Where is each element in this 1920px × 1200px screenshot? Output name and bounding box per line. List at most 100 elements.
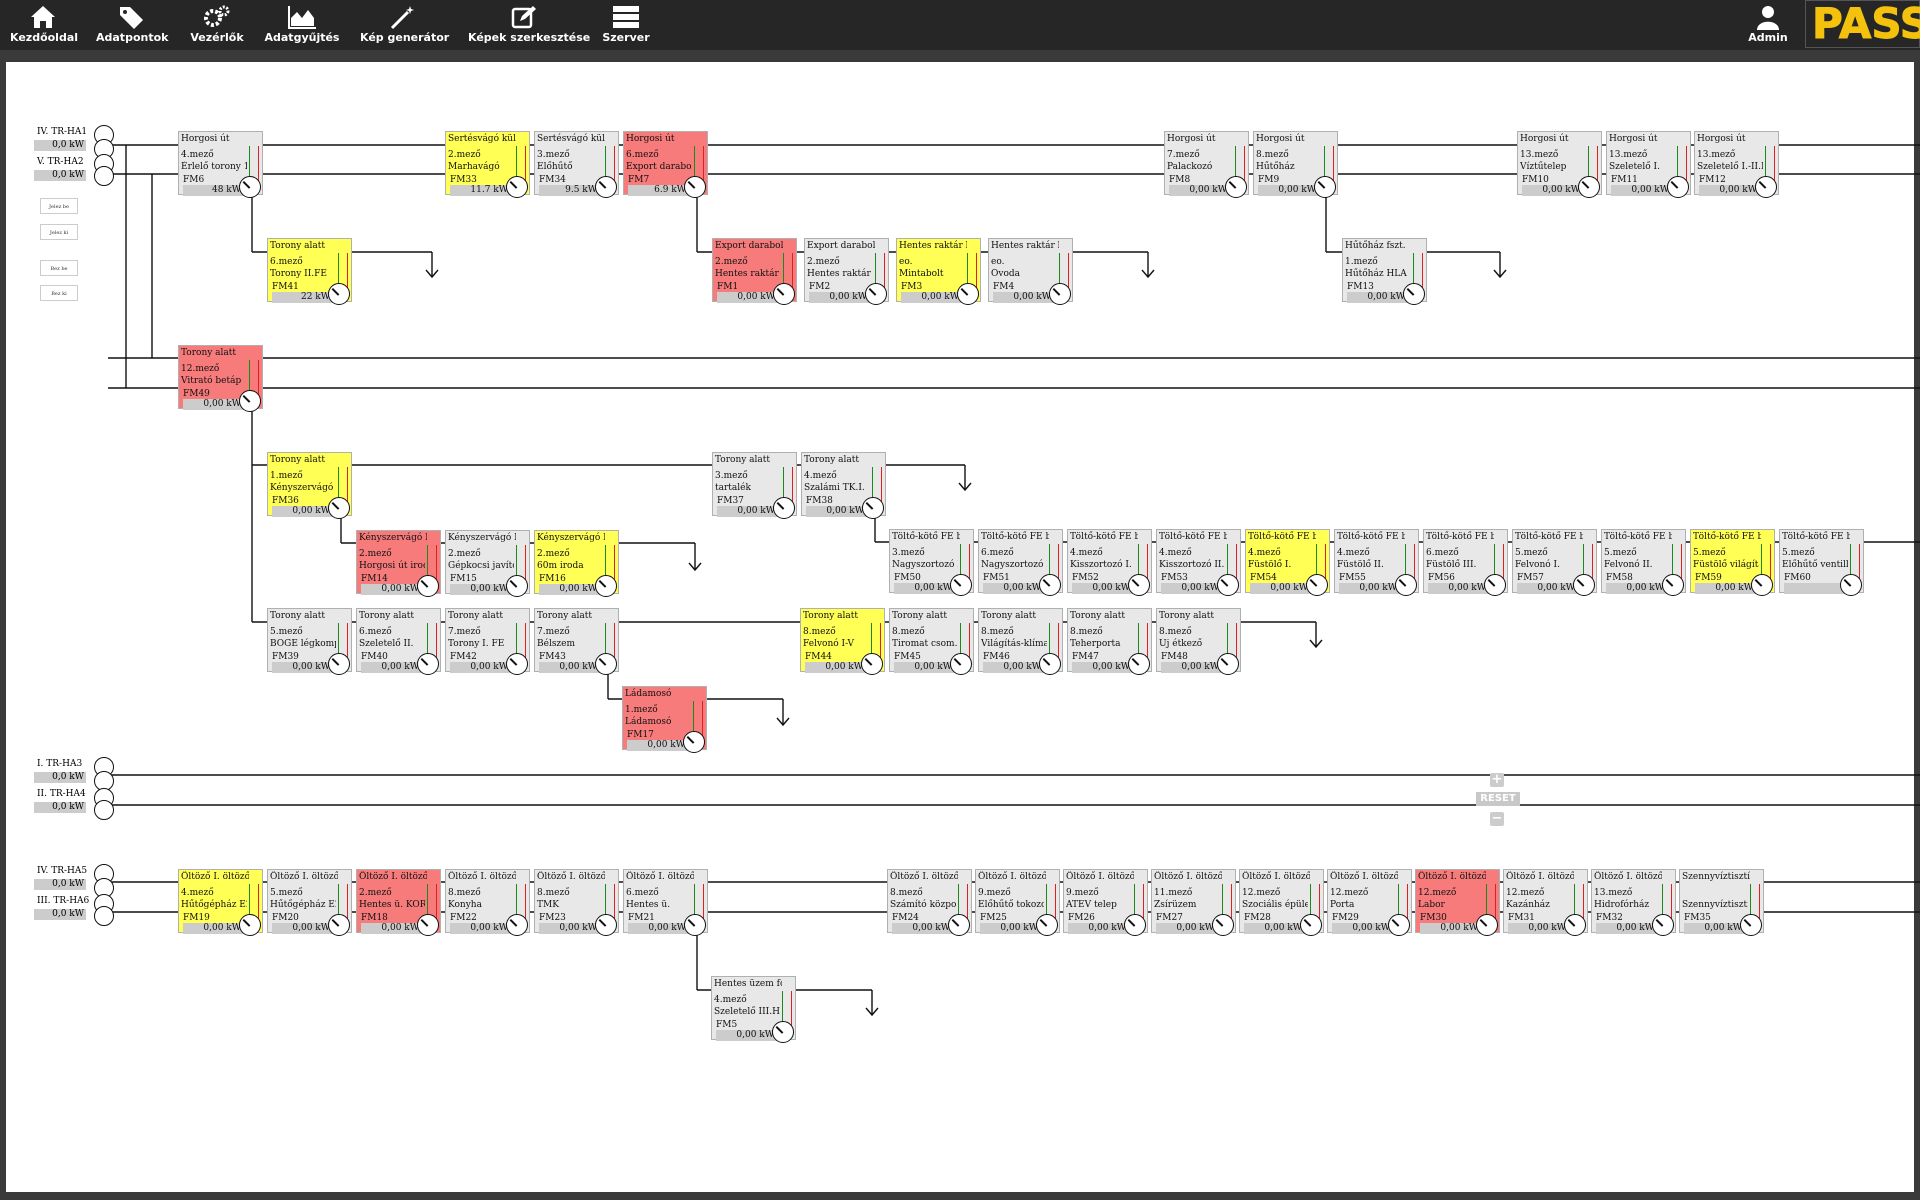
box-field: 4.mező: [181, 150, 214, 160]
meter-box[interactable]: SzennyvíztisztítóSzennyvíztisztítóFM350,…: [1679, 869, 1764, 936]
green-line: [338, 884, 339, 924]
meter-dial-icon: [1300, 914, 1322, 936]
red-line: [702, 701, 703, 741]
box-meter-id: FM53: [1161, 573, 1188, 583]
green-line: [958, 884, 959, 924]
meter-box[interactable]: Öltöző I. öltöző alatt11.mezőZsírüzemFM2…: [1151, 869, 1236, 936]
nav-datapoints[interactable]: Adatpontok: [96, 0, 168, 50]
meter-box[interactable]: Öltöző I. öltöző alatt12.mezőPortaFM290,…: [1327, 869, 1412, 936]
green-line: [960, 623, 961, 663]
signal-off-button[interactable]: Jelez ki: [40, 224, 78, 240]
box-meter-id: FM38: [806, 496, 833, 506]
signal-on-button[interactable]: Jelez be: [40, 198, 78, 214]
meter-box[interactable]: Öltöző I. öltöző alatt12.mezőLaborFM300,…: [1415, 869, 1500, 936]
box-field: 6.mező: [981, 548, 1014, 558]
nav-image-editor[interactable]: Képek szerkesztése: [468, 0, 590, 50]
reset-button[interactable]: RESET: [1476, 792, 1520, 806]
box-field: 5.mező: [1693, 548, 1726, 558]
meter-box[interactable]: Öltöző I. öltöző alatt8.mezőKonyhaFM220,…: [445, 869, 530, 936]
red-line: [347, 467, 348, 507]
switch-off-button[interactable]: Bez ki: [40, 285, 78, 301]
user-label: Admin: [1748, 31, 1788, 44]
green-line: [1750, 884, 1751, 924]
nav-server[interactable]: Szerver: [602, 0, 650, 50]
zoom-in-button[interactable]: +: [1490, 772, 1504, 787]
meter-box[interactable]: Hentes raktár kültereo.MintaboltFM30,00 …: [896, 238, 981, 305]
meter-box[interactable]: Öltöző I. öltöző alatt8.mezőTMKFM230,00 …: [534, 869, 619, 936]
green-line: [875, 253, 876, 293]
user-menu[interactable]: Admin: [1748, 0, 1788, 50]
zoom-out-button[interactable]: −: [1490, 811, 1504, 826]
box-power: 0,00 kW: [993, 292, 1055, 303]
nav-data-collection[interactable]: Adatgyűjtés: [264, 0, 340, 50]
switch-on-button[interactable]: Bez be: [40, 260, 78, 276]
red-line: [1671, 884, 1672, 924]
box-meter-id: FM5: [716, 1020, 738, 1030]
box-field: 12.mező: [1330, 888, 1369, 898]
nav-home[interactable]: Kezdőoldal: [10, 0, 78, 50]
box-meter-id: FM22: [450, 913, 477, 923]
bus-value: 0,0 kW: [34, 879, 86, 890]
nav-controllers[interactable]: Vezérlők: [188, 0, 246, 50]
green-line: [1316, 544, 1317, 584]
box-field: 4.mező: [1248, 548, 1281, 558]
nav-image-generator[interactable]: Kép generátor: [360, 0, 449, 50]
meter-box[interactable]: Öltöző I. öltöző alatt13.mezőHidrofórház…: [1591, 869, 1676, 936]
meter-box[interactable]: Sertésvágó külső2.mezőMarhavágóFM3311.7 …: [445, 131, 530, 198]
box-meter-id: FM3: [901, 282, 923, 292]
box-location: Horgosi út: [1167, 134, 1216, 144]
meter-box[interactable]: Öltöző I. öltöző alatt12.mezőKazánházFM3…: [1503, 869, 1588, 936]
red-line: [1681, 544, 1682, 584]
